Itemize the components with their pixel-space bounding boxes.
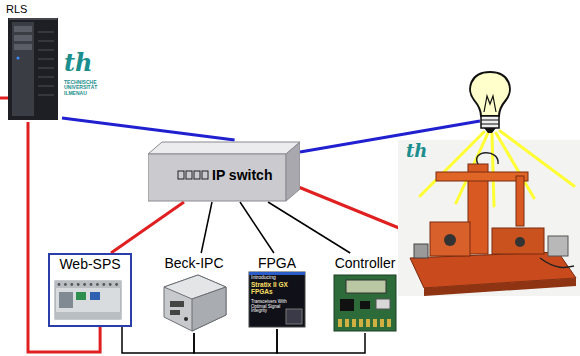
picture-part [90,292,100,300]
device-title: Web-SPS [59,256,120,272]
picture-part [38,40,54,42]
logo-mark: th [406,142,427,161]
switch-side [286,142,300,201]
picture-part [340,299,354,311]
picture-part [286,309,302,324]
port-symbol [186,171,192,179]
picture-part [164,275,226,331]
product-text: Stratix II GX FPGAs [251,282,303,296]
device-title: FPGA [258,255,296,271]
picture-part [338,319,342,327]
picture-part [9,19,57,20]
picture-part [345,319,349,327]
device-title: IP switch [212,167,272,183]
picture-part [366,319,370,327]
photo-ground [398,140,580,296]
device-picture [4,2,62,122]
picture-part [380,319,384,327]
picture-part [59,292,73,308]
device-title: Controller [335,255,396,271]
network-wire [296,186,399,228]
device-node: Beck-IPC [158,253,230,333]
light-bulb [470,72,510,133]
picture-part [115,283,118,286]
product-text: Introducing [251,275,303,280]
picture-part [38,85,54,87]
picture-part [38,76,54,78]
picture-part [334,275,396,331]
device-title: Beck-IPC [164,255,223,271]
picture-part [12,22,34,116]
switch-front [148,154,286,201]
fpga-picture [249,272,305,327]
picture-part [170,301,184,307]
device-box: Web-SPS [48,253,132,327]
picture-part [70,283,73,286]
ipc-picture [164,275,226,331]
device-node: Controller [328,253,402,333]
picture-part [83,283,86,286]
network-cable [62,118,235,140]
port-symbol [202,171,208,179]
picture-part [102,283,105,286]
network-cable [268,202,350,253]
picture-part [17,57,20,60]
server-label: RLS [6,3,27,15]
picture-part [192,287,226,331]
picture-part [38,58,54,60]
picture-part [184,317,188,321]
network-cable [240,202,274,253]
logo-text: TECHNISCHE UNIVERSITÄT ILMENAU [64,80,104,96]
picture-part [387,319,391,327]
product-text: Transceivers With Optimal Signal Integri… [251,300,287,314]
picture-part [14,26,32,32]
picture-part [352,319,356,327]
picture-part [55,312,121,319]
switch-top [148,142,300,154]
picture-part [109,283,112,286]
picture-part [14,35,32,41]
switch-box: IP switch [148,140,300,202]
picture-part [170,310,180,315]
plc-picture [55,281,121,319]
logo-mark: th [64,50,93,75]
picture-part [359,319,363,327]
factory-model-photo [398,140,580,296]
server-tower [8,18,58,120]
board-picture [334,275,396,331]
light-rays [420,131,574,206]
port-symbol [178,171,184,179]
picture-part [77,283,80,286]
picture-part [38,94,54,96]
network-cable [194,329,277,353]
port-symbol [194,171,200,179]
picture-part [58,283,61,286]
picture-part [376,299,390,309]
picture-part [38,31,54,33]
picture-part [38,49,54,51]
picture-part [64,283,67,286]
picture-part [373,319,377,327]
network-cable [111,202,184,253]
network-wire [0,97,9,100]
picture-part [55,281,121,319]
server-node: RLS [4,2,62,122]
network-cable [277,329,365,353]
network-cable [201,202,212,253]
picture-part [14,44,32,50]
picture-part [55,281,121,288]
picture-part [76,292,86,300]
picture-part [38,67,54,69]
network-cable [122,327,194,353]
picture-part [346,280,386,293]
picture-part [96,283,99,286]
factory-model [410,153,576,296]
picture-part [360,301,370,309]
picture-part [249,272,305,327]
picture-part [90,283,93,286]
